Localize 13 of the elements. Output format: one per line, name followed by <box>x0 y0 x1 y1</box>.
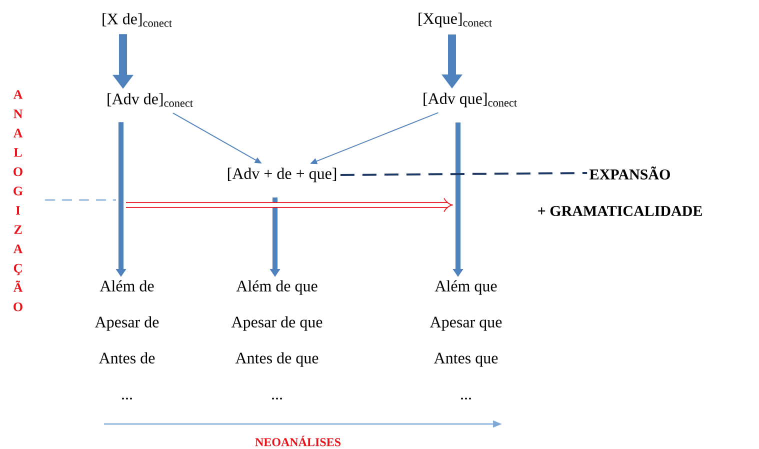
example-list: Além de Apesar de Antes de ... <box>94 280 159 400</box>
dashed-line <box>340 172 588 176</box>
construction-label: [Adv + de + que] <box>228 168 336 182</box>
axis-label: NEOANÁLISES <box>255 436 340 446</box>
construction-label: [Adv que]$_{conect}$ <box>424 92 517 108</box>
expansion-label: EXPANSÃO <box>590 166 670 180</box>
text-label: + GRAMATICALIDADE <box>538 206 702 216</box>
construction-label: [X de]$_{conect}$ <box>102 13 172 27</box>
example-list: Além de que Apesar de que Antes de que ... <box>231 280 322 400</box>
example-list: Além que Apesar que Antes que ... <box>430 280 502 400</box>
vertical-label: ANALOGIZAÇÃO <box>13 90 23 312</box>
construction-label: [Adv de]$_{conect}$ <box>108 93 193 107</box>
construction-label: [Xque]$_{conect}$ <box>418 12 492 28</box>
